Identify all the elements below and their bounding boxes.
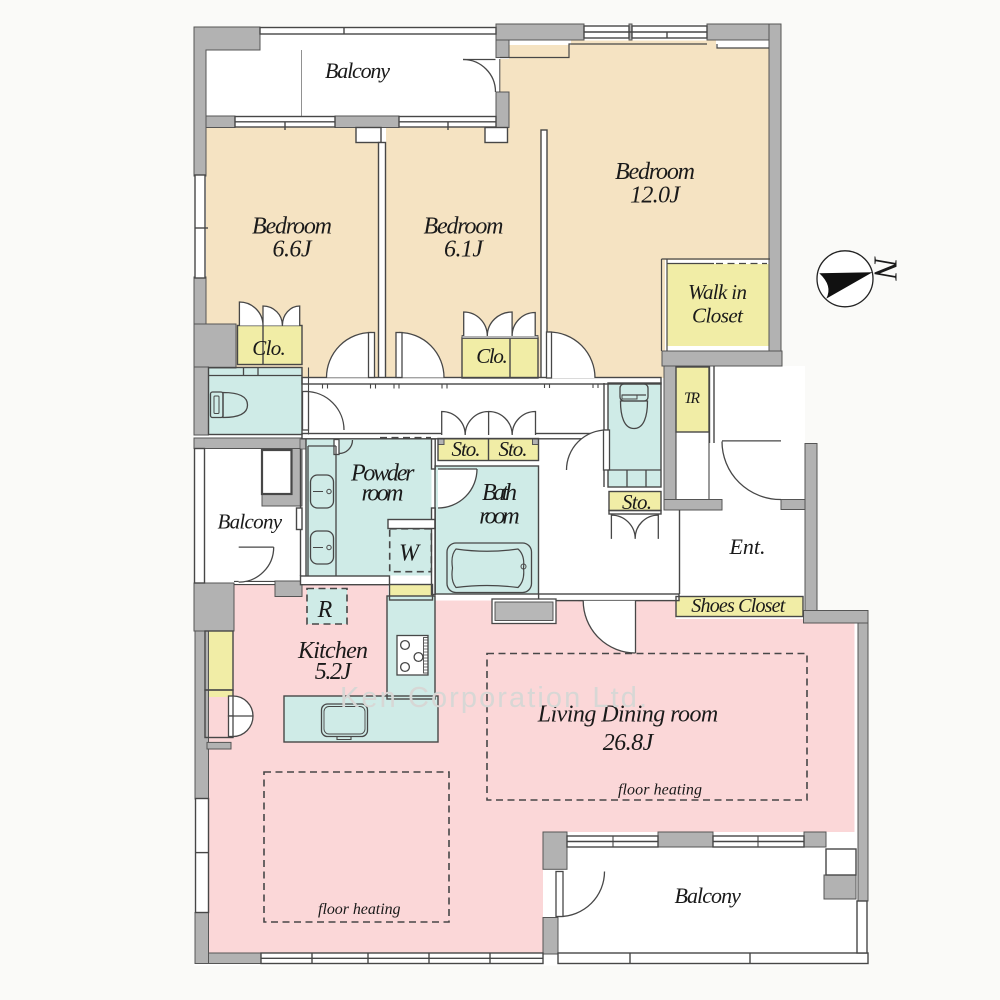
svg-text:W: W	[399, 541, 421, 567]
svg-text:floor heating: floor heating	[318, 901, 401, 918]
svg-text:Bedroom: Bedroom	[424, 214, 504, 240]
svg-text:Ken Corporation Ltd.: Ken Corporation Ltd.	[340, 682, 647, 714]
svg-text:Shoes Closet: Shoes Closet	[691, 595, 785, 617]
svg-text:Bedroom: Bedroom	[615, 159, 695, 185]
svg-text:Powder: Powder	[350, 461, 415, 487]
svg-text:6.6J: 6.6J	[273, 237, 313, 263]
svg-text:12.0J: 12.0J	[630, 183, 681, 209]
svg-text:Ent.: Ent.	[728, 534, 765, 559]
svg-text:5.2J: 5.2J	[315, 659, 353, 685]
svg-text:Closet: Closet	[692, 304, 744, 328]
svg-text:room: room	[479, 504, 520, 530]
svg-text:Clo.: Clo.	[476, 344, 508, 368]
svg-text:Sto.: Sto.	[499, 437, 528, 461]
svg-text:Balcony: Balcony	[674, 883, 741, 908]
svg-text:6.1J: 6.1J	[444, 237, 484, 263]
svg-text:floor heating: floor heating	[618, 782, 702, 799]
svg-text:Balcony: Balcony	[325, 58, 390, 83]
svg-text:Balcony: Balcony	[218, 510, 283, 534]
svg-text:Living Dining room: Living Dining room	[537, 702, 719, 728]
svg-text:Walk in: Walk in	[688, 280, 747, 304]
svg-text:Clo.: Clo.	[252, 336, 286, 360]
svg-text:room: room	[362, 481, 404, 507]
svg-text:R: R	[317, 597, 333, 623]
svg-text:Bedroom: Bedroom	[252, 214, 332, 240]
svg-text:Kitchen: Kitchen	[297, 638, 368, 664]
svg-text:Bath: Bath	[482, 480, 517, 506]
svg-text:Sto.: Sto.	[622, 490, 652, 514]
svg-text:Sto.: Sto.	[452, 437, 481, 461]
svg-text:N: N	[867, 256, 904, 282]
svg-text:26.8J: 26.8J	[603, 730, 655, 756]
svg-text:TR: TR	[684, 390, 701, 407]
